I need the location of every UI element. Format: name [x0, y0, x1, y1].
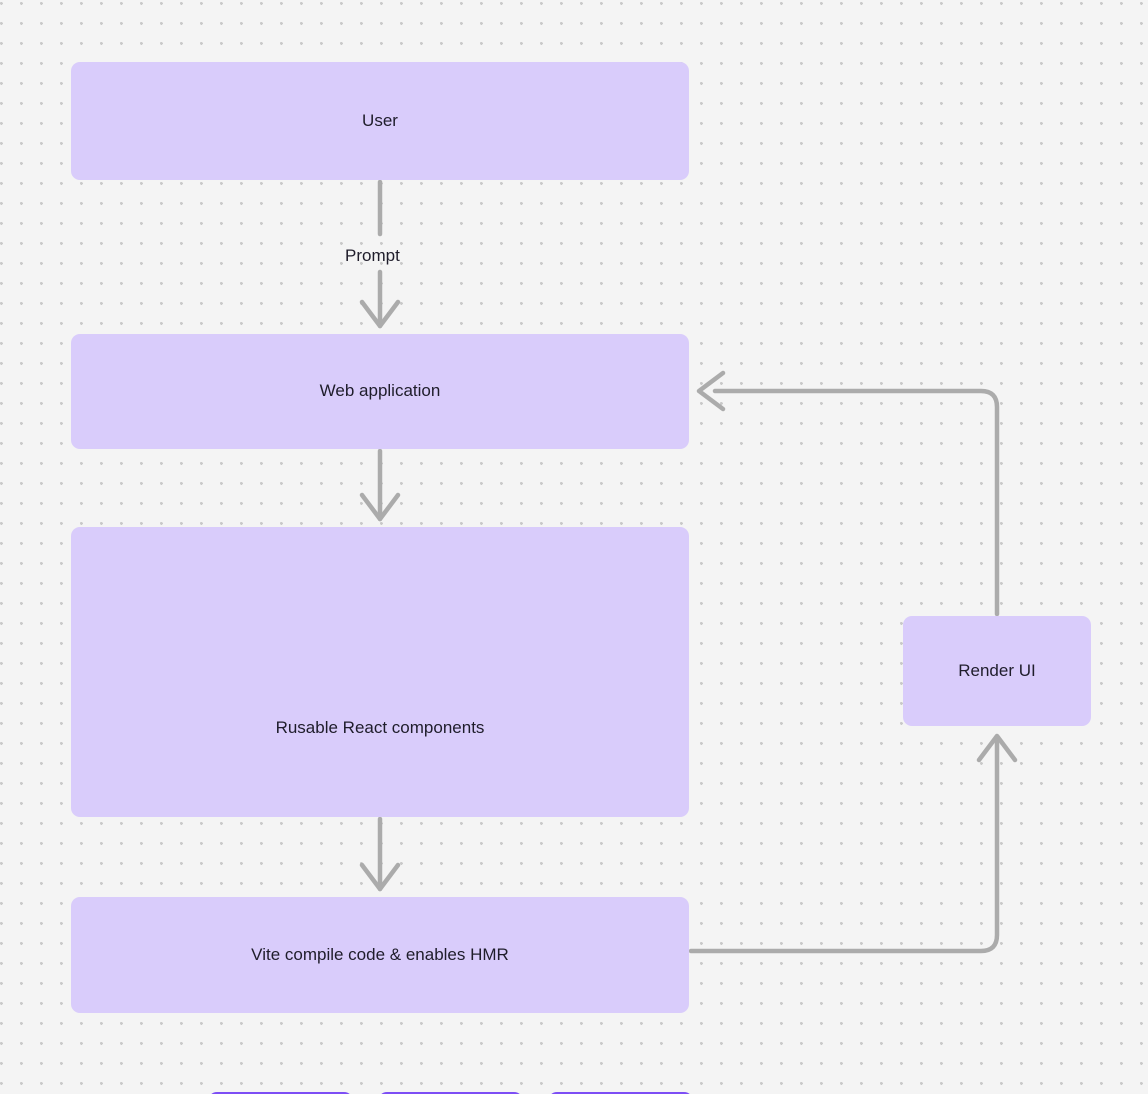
arrowhead-prompt-to-webapp — [359, 299, 401, 329]
node-web-application-label: Web application — [319, 381, 441, 401]
node-web-application[interactable]: Web application — [71, 334, 689, 449]
react-components-inner: HTML = structure CSS = Styles & Layouts … — [71, 527, 693, 1094]
node-user-label: User — [362, 110, 398, 130]
node-render-ui-label: Render UI — [958, 660, 1036, 680]
arrowhead-components-to-vite — [359, 862, 401, 892]
edge-vite-to-render — [688, 739, 1000, 954]
arrowhead-webapp-to-components — [359, 492, 401, 522]
arrowhead-render-to-webapp — [696, 370, 726, 412]
chip-javascript[interactable]: Javascript = Interactivity — [548, 1092, 693, 1094]
chip-html[interactable]: HTML = structure — [208, 1092, 353, 1094]
node-react-components[interactable]: HTML = structure CSS = Styles & Layouts … — [71, 527, 693, 1094]
node-vite[interactable]: Vite compile code & enables HMR — [71, 897, 689, 1013]
chip-css[interactable]: CSS = Styles & Layouts — [378, 1092, 523, 1094]
node-render-ui[interactable]: Render UI — [903, 616, 1091, 726]
arrowhead-vite-to-render — [976, 733, 1018, 763]
edge-render-to-webapp — [712, 388, 1000, 617]
edge-label-prompt: Prompt — [345, 246, 400, 265]
node-user[interactable]: User — [71, 62, 689, 180]
node-vite-label: Vite compile code & enables HMR — [251, 944, 509, 964]
node-react-components-caption: Rusable React components — [275, 718, 485, 737]
